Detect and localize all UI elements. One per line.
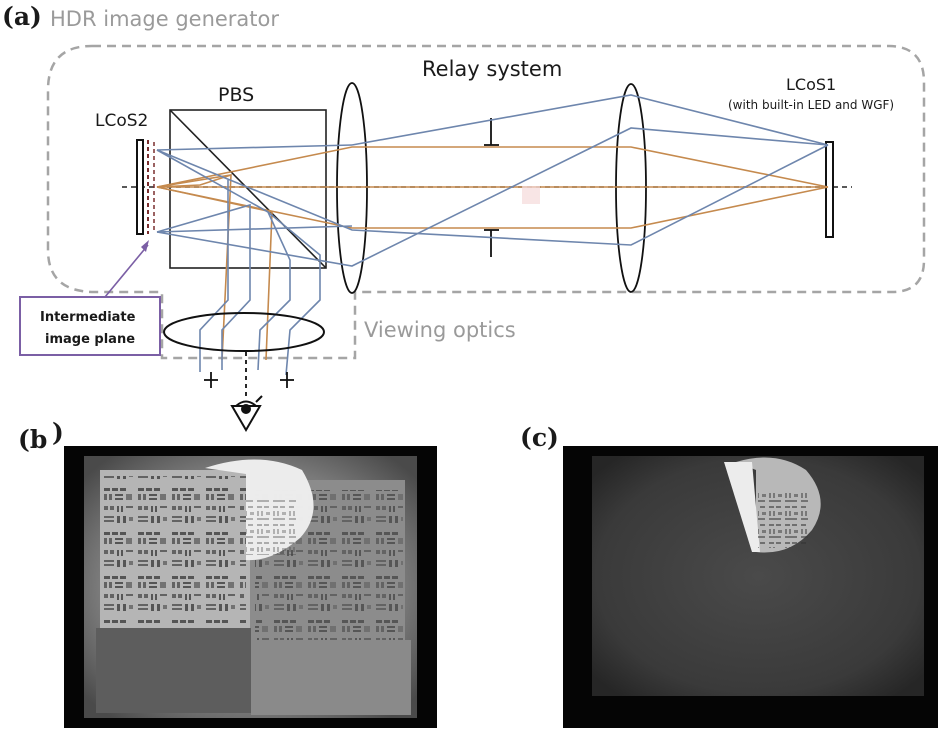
intermediate-image-callout: Intermediate image plane	[19, 240, 161, 356]
panel-b-highlight-grid	[246, 500, 296, 555]
panel-a-letter: (a)	[2, 2, 42, 31]
lcos2-panel	[136, 139, 144, 235]
eye-icon	[230, 395, 263, 432]
orange-ray-bundle	[156, 146, 829, 361]
hdr-generator-title: HDR image generator	[50, 7, 279, 31]
callout-pointer	[104, 244, 149, 298]
viewing-optics-label: Viewing optics	[364, 318, 516, 342]
pbs-label: PBS	[218, 84, 254, 106]
relay-system-label: Relay system	[422, 57, 562, 81]
panel-b-letter: (b	[18, 425, 47, 454]
viewing-lens	[163, 312, 325, 352]
panel-c-letter: (c)	[520, 423, 559, 452]
panel-b-bracket: )	[52, 418, 64, 447]
callout-line-1: Intermediate	[40, 310, 136, 325]
hdr-generator-boundary	[46, 44, 926, 360]
lcos1-note: (with built-in LED and WGF)	[728, 98, 894, 112]
pbs-diagonal	[169, 109, 327, 269]
panel-c-highlight-bright	[724, 462, 760, 552]
lcos2-label: LCoS2	[95, 111, 148, 131]
panel-a: (a) HDR image generator PBS LCoS2 LCoS1 …	[2, 2, 926, 432]
callout-box	[19, 296, 161, 356]
lcos1-label: LCoS1	[786, 75, 836, 94]
panel-b-chart-left-grid	[104, 476, 246, 626]
relay-lens-left	[336, 82, 368, 294]
relay-lens-right	[615, 83, 647, 293]
panel-b: (b )	[18, 418, 437, 728]
callout-line-2: image plane	[45, 332, 135, 347]
aperture-stop	[484, 118, 499, 257]
lcos1-panel	[825, 141, 834, 238]
panel-c: (c)	[520, 423, 938, 728]
panel-b-lower-right	[251, 640, 411, 715]
panel-b-lower-left	[96, 628, 251, 713]
eye-box-marks	[204, 352, 294, 396]
panel-c-highlight-grid	[758, 490, 808, 548]
blue-ray-bundle	[156, 94, 829, 376]
center-mark	[522, 186, 540, 204]
callout-arrowhead	[141, 240, 149, 252]
